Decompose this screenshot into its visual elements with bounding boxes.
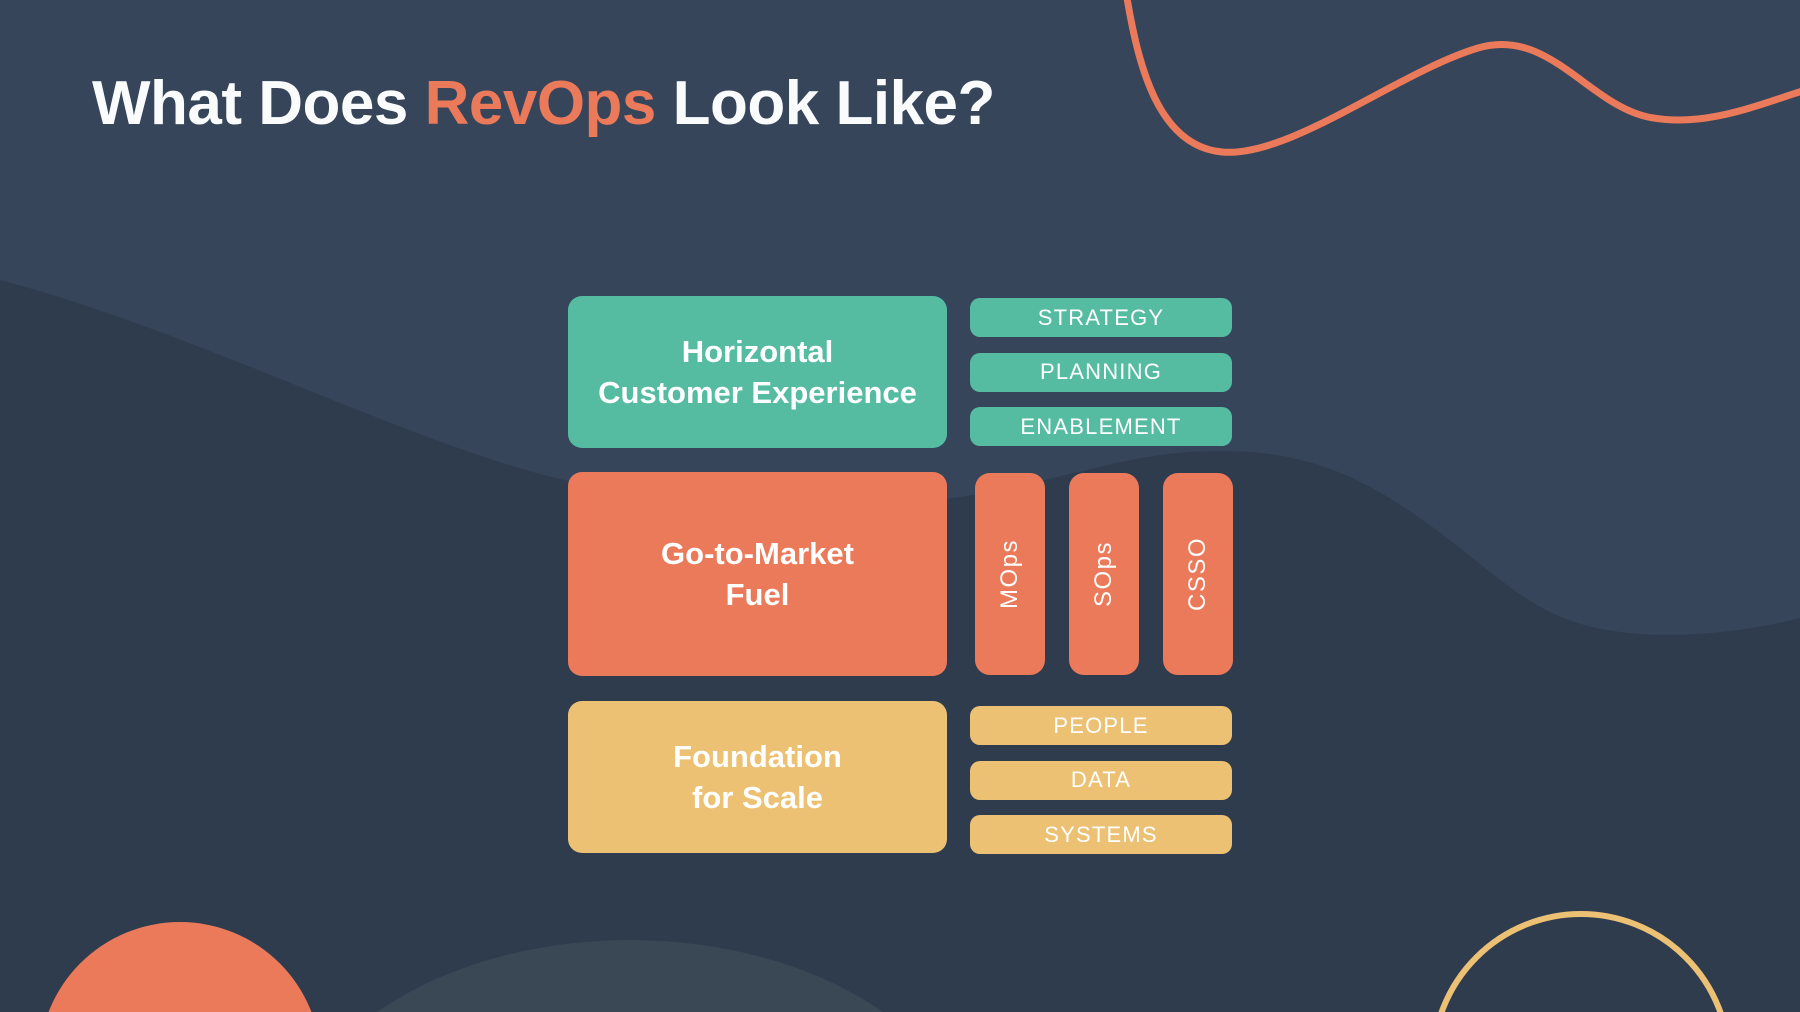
page-title: What Does RevOps Look Like?	[92, 68, 995, 139]
title-prefix: What Does	[92, 69, 425, 138]
pill-people: PEOPLE	[970, 706, 1232, 745]
block-label-line: for Scale	[692, 780, 823, 815]
bottom-hill-shape	[377, 940, 883, 1012]
pill-column-customer-experience: STRATEGY PLANNING ENABLEMENT	[970, 298, 1232, 446]
pill-mops: MOps	[975, 473, 1045, 675]
block-label-line: Fuel	[725, 577, 790, 612]
block-label-line: Horizontal	[681, 334, 834, 369]
pill-systems: SYSTEMS	[970, 815, 1232, 854]
pill-column-go-to-market: MOps SOps CSSO	[975, 473, 1233, 675]
pill-planning: PLANNING	[970, 352, 1232, 392]
pill-sops: SOps	[1069, 473, 1139, 675]
block-label-line: Customer Experience	[598, 375, 917, 410]
block-label-line: Foundation	[673, 739, 842, 774]
orange-wave-line	[1123, 0, 1800, 156]
orange-circle-decor	[48, 922, 312, 1012]
title-highlight-revops: RevOps	[424, 69, 657, 138]
pill-csso: CSSO	[1163, 473, 1233, 675]
pill-strategy: STRATEGY	[970, 298, 1232, 337]
pill-data: DATA	[970, 760, 1232, 800]
block-label-line: Go-to-Market	[661, 536, 854, 571]
revops-diagram: Horizontal Customer Experience STRATEGY …	[568, 296, 1233, 854]
pill-enablement: ENABLEMENT	[970, 407, 1232, 446]
yellow-ring-decor	[1438, 911, 1724, 1012]
pill-mops-label: MOps	[996, 538, 1024, 610]
block-horizontal-customer-experience: Horizontal Customer Experience	[568, 296, 947, 448]
block-foundation-for-scale: Foundation for Scale	[568, 701, 947, 853]
pill-csso-label: CSSO	[1184, 536, 1212, 612]
block-go-to-market-fuel: Go-to-Market Fuel	[568, 472, 947, 676]
title-suffix: Look Like?	[655, 69, 996, 138]
pill-sops-label: SOps	[1090, 540, 1117, 608]
pill-column-foundation: PEOPLE DATA SYSTEMS	[970, 706, 1232, 854]
